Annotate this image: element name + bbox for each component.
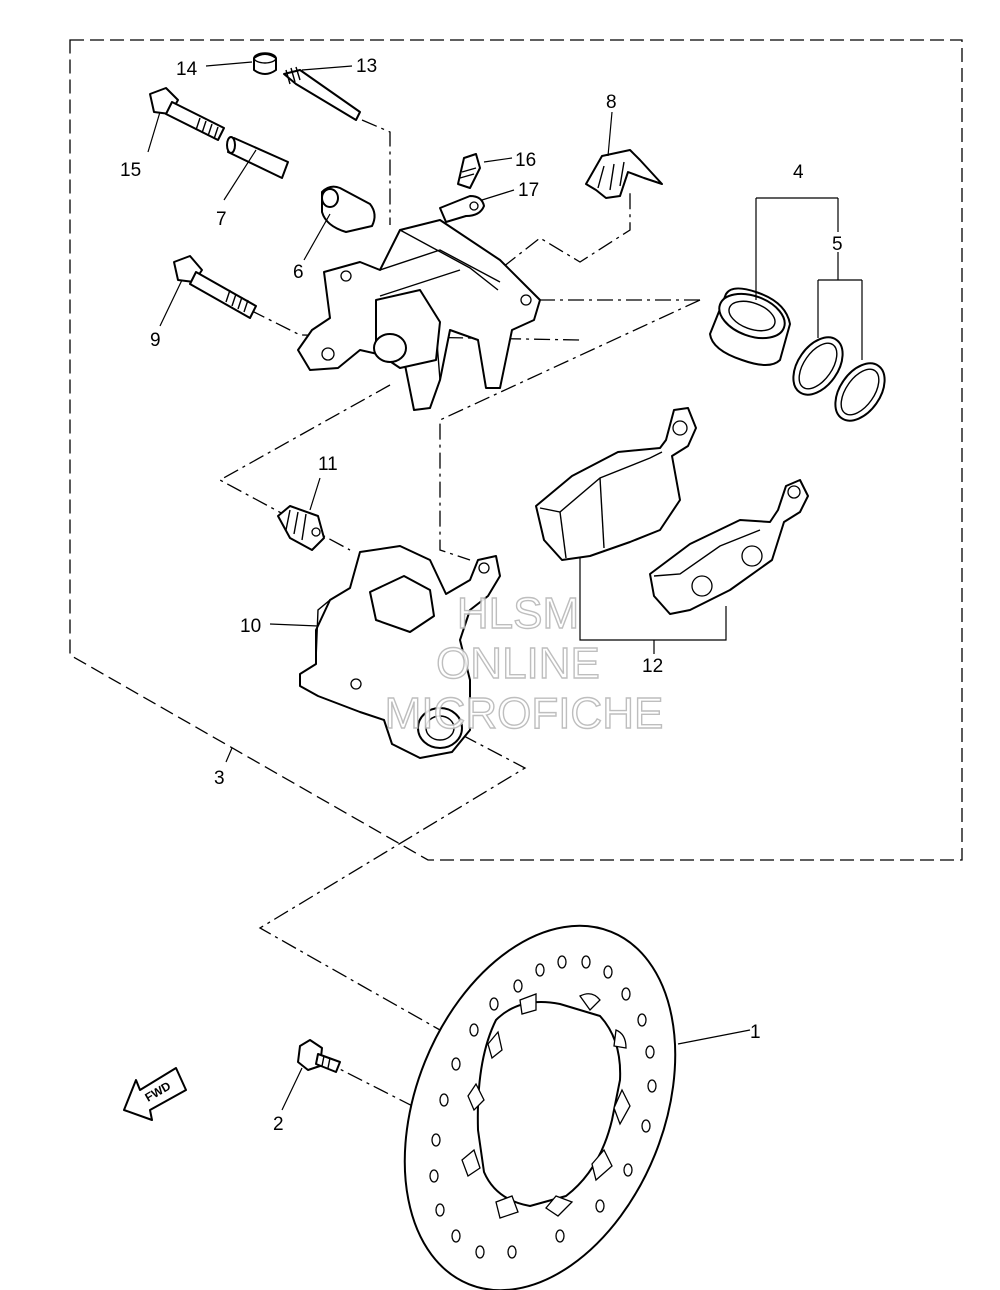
callout-14: 14: [176, 59, 198, 80]
part-11-rubber-boot: [277, 505, 325, 551]
part-4-piston: [709, 287, 791, 366]
callout-9: 9: [150, 330, 161, 351]
part-16-bleed-screw: [457, 153, 481, 189]
part-8-pad-spring: [585, 149, 663, 199]
watermark-line-1: HLSM: [457, 589, 579, 638]
callout-1: 1: [750, 1022, 761, 1043]
part-14-bleed-cap: [253, 52, 277, 75]
part-5-seals: [792, 336, 886, 422]
watermark-line-2: ONLINE: [436, 639, 600, 688]
caliper-assembly-boundary: [69, 39, 963, 861]
callout-6: 6: [293, 262, 304, 283]
part-2-disc-bolt: [297, 1039, 341, 1073]
part-9-bolt: [173, 255, 257, 319]
watermark-line-3: MICROFICHE: [385, 689, 664, 738]
callout-11: 11: [318, 454, 338, 475]
part-10-caliper-bracket: [299, 545, 501, 759]
callout-4: 4: [793, 162, 804, 183]
callout-5: 5: [832, 234, 843, 255]
disc-vent-holes: [429, 955, 657, 1259]
callout-16: 16: [515, 150, 536, 171]
callout-7: 7: [216, 209, 227, 230]
callout-12: 12: [642, 656, 663, 677]
callout-10: 10: [240, 616, 261, 637]
callout-3: 3: [214, 768, 225, 789]
part-13-pad-pin: [283, 66, 361, 121]
part-6-bushing: [321, 185, 376, 233]
callout-2: 2: [273, 1114, 284, 1135]
watermark: HLSM ONLINE MICROFICHE: [384, 588, 664, 738]
leader-lines: [147, 61, 863, 1111]
fwd-arrow-icon: FWD: [123, 1067, 187, 1121]
part-1-brake-disc: [403, 924, 677, 1290]
callout-13: 13: [356, 56, 377, 77]
callout-15: 15: [120, 160, 141, 181]
callout-17: 17: [518, 180, 539, 201]
callout-8: 8: [606, 92, 617, 113]
callout-labels: 14 13 15 7 6 16 17 8 4 5 9 11 10 12 3 1 …: [120, 56, 843, 1135]
caliper-body: [297, 219, 541, 411]
assembly-lines: [218, 119, 701, 1121]
part-7-sleeve: [226, 136, 289, 179]
part-17-clip: [439, 195, 485, 223]
part-12-brake-pads: [535, 407, 809, 615]
part-15-bolt: [149, 87, 225, 141]
